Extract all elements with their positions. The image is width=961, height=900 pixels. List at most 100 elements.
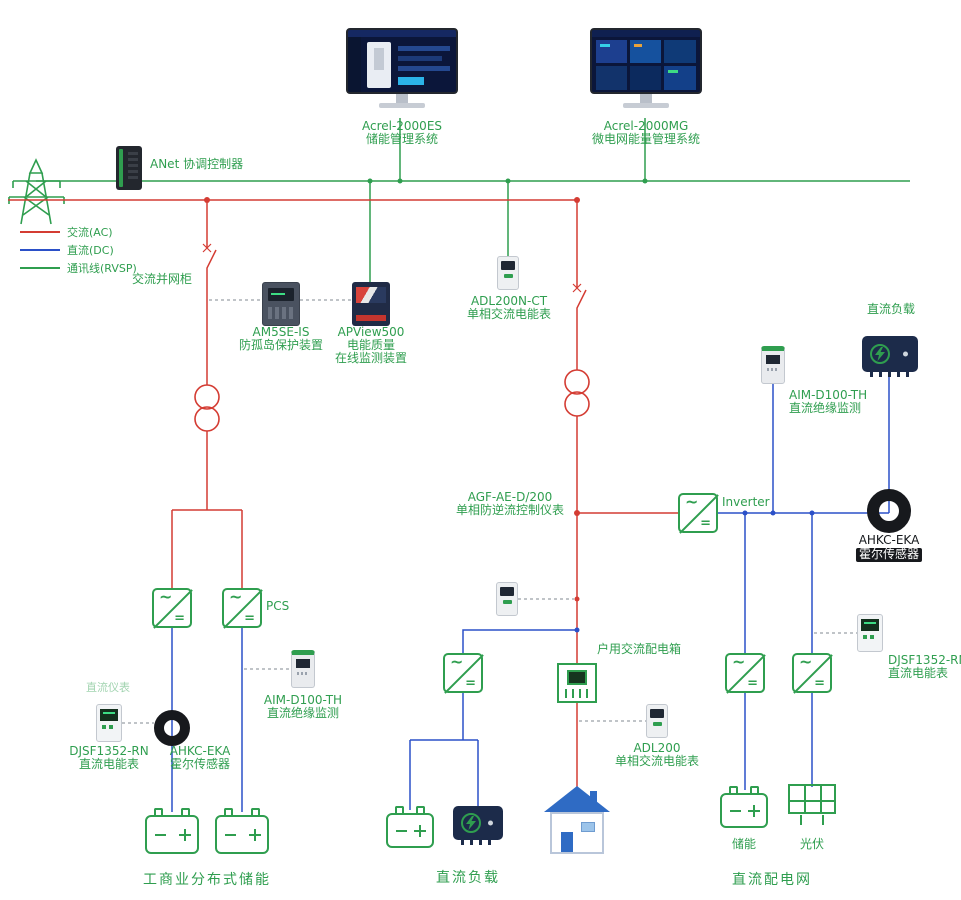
device-screen-text bbox=[271, 293, 285, 295]
monitor1-title: Acrel-2000ES bbox=[361, 119, 443, 133]
monitor-acrel-2000es bbox=[346, 28, 458, 108]
battery-body bbox=[215, 815, 269, 854]
legend-item-ac: 交流(AC) bbox=[20, 223, 137, 241]
screen-graphic bbox=[634, 44, 642, 47]
meter-button bbox=[502, 600, 512, 604]
dc-symbol: = bbox=[747, 676, 758, 691]
pcs-converter-2: ~ = bbox=[222, 587, 263, 629]
meter-screen-text bbox=[864, 622, 876, 624]
battery-icon-storage-1 bbox=[145, 808, 199, 854]
solar-panel-grid bbox=[788, 784, 836, 814]
meter-screen bbox=[501, 261, 515, 270]
screen-graphic bbox=[348, 30, 456, 37]
ac-symbol: ~ bbox=[229, 587, 243, 606]
battery-icon-dc-grid bbox=[720, 786, 768, 828]
aim-d100-right-device bbox=[761, 346, 785, 384]
ac-symbol: ~ bbox=[799, 652, 813, 671]
panel-leg bbox=[822, 815, 824, 825]
pv-label: 光伏 bbox=[799, 837, 825, 851]
meter-screen bbox=[500, 587, 514, 596]
adl200-name: ADL200 bbox=[633, 741, 681, 755]
apview-name: APView500 bbox=[337, 325, 405, 339]
device-legs bbox=[870, 372, 910, 377]
dc-symbol: = bbox=[244, 611, 255, 626]
battery-icon-storage-2 bbox=[215, 808, 269, 854]
screen-graphic bbox=[348, 37, 361, 92]
dc-lines bbox=[171, 374, 890, 812]
pcs-label: PCS bbox=[266, 599, 290, 613]
dc-load-top-icon bbox=[862, 336, 918, 377]
comm-line-swatch bbox=[20, 267, 60, 269]
plus-mark bbox=[753, 804, 755, 817]
meter-screen bbox=[296, 659, 310, 668]
djsf1352-right-device bbox=[857, 614, 883, 652]
junction-dots bbox=[204, 178, 815, 633]
device-keys bbox=[268, 307, 294, 319]
inverter-label: Inverter bbox=[722, 495, 770, 509]
hall-right-desc: 霍尔传感器 bbox=[855, 547, 923, 562]
apview500-device bbox=[352, 282, 390, 326]
dc-converter-storage: ~ = bbox=[725, 652, 766, 694]
lightning-icon bbox=[461, 813, 481, 833]
legend-label: 通讯线(RVSP) bbox=[67, 262, 137, 275]
monitor2-title: Acrel-2000MG bbox=[603, 119, 689, 133]
legend-label: 交流(AC) bbox=[67, 226, 113, 239]
meter-screen bbox=[650, 709, 664, 718]
djsf1352-left-device bbox=[96, 704, 122, 742]
monitor2-subtitle: 微电网能量管理系统 bbox=[591, 132, 701, 146]
device-screen bbox=[356, 287, 386, 303]
dc-converter-pv: ~ = bbox=[792, 652, 833, 694]
aim-left-name: AIM-D100-TH bbox=[263, 693, 343, 707]
agf-name: AGF-AE-D/200 bbox=[467, 490, 553, 504]
aim-left-desc: 直流绝缘监测 bbox=[266, 706, 340, 720]
apview-desc1: 电能质量 bbox=[346, 338, 396, 352]
screen-graphic bbox=[592, 30, 700, 37]
meter-screen bbox=[861, 619, 879, 631]
hall-sensor-left-icon bbox=[154, 710, 190, 746]
screen-graphic bbox=[630, 66, 661, 90]
device-panel bbox=[356, 315, 386, 321]
ac-lines bbox=[8, 199, 678, 792]
screen-graphic bbox=[398, 66, 450, 71]
battery-terminal bbox=[154, 808, 163, 816]
screen-graphic bbox=[596, 66, 627, 90]
device-stripe bbox=[119, 149, 123, 187]
monitor-acrel-2000mg bbox=[590, 28, 702, 108]
agf-desc: 单相防逆流控制仪表 bbox=[455, 503, 565, 517]
dc-converter-middle: ~ = bbox=[443, 652, 484, 694]
aim-right-name: AIM-D100-TH bbox=[789, 388, 868, 402]
legend: 交流(AC) 直流(DC) 通讯线(RVSP) bbox=[20, 223, 137, 277]
legend-label: 直流(DC) bbox=[67, 244, 114, 257]
screen-graphic bbox=[398, 46, 450, 51]
plus-mark bbox=[184, 828, 186, 841]
box-vents bbox=[565, 689, 589, 698]
adl200nct-desc: 单相交流电能表 bbox=[466, 307, 552, 321]
monitor-base bbox=[379, 103, 425, 108]
meter-button bbox=[652, 722, 662, 726]
comm-lines bbox=[36, 118, 910, 282]
adl200n-ct-meter-device bbox=[497, 256, 519, 290]
legend-item-dc: 直流(DC) bbox=[20, 241, 137, 259]
device-legs bbox=[461, 840, 495, 845]
agf-meter-device bbox=[496, 582, 518, 616]
meter-terminals bbox=[297, 672, 309, 675]
dc-load-section-title: 直流负载 bbox=[436, 870, 500, 886]
minus-mark bbox=[396, 829, 407, 832]
battery-terminal bbox=[181, 808, 190, 816]
plus-mark bbox=[419, 824, 421, 837]
dc-load-top-label: 直流负载 bbox=[866, 302, 916, 316]
adl200-desc: 单相交流电能表 bbox=[614, 754, 700, 768]
dc-load-bottom-icon bbox=[453, 806, 503, 845]
ac-line-swatch bbox=[20, 231, 60, 233]
battery-terminal bbox=[416, 806, 425, 814]
am5se-desc: 防孤岛保护装置 bbox=[238, 338, 324, 352]
ac-symbol: ~ bbox=[450, 652, 464, 671]
ac-cabinet-label: 交流并网柜 bbox=[132, 272, 193, 286]
mg-dashboard-screen bbox=[590, 28, 702, 94]
adl200nct-name: ADL200N-CT bbox=[470, 294, 548, 308]
dc-meter-faint-label: 直流仪表 bbox=[86, 681, 130, 694]
djsf-left-desc: 直流电能表 bbox=[78, 757, 140, 771]
inverter-converter: ~ = bbox=[678, 492, 719, 534]
dc-line-swatch bbox=[20, 249, 60, 251]
